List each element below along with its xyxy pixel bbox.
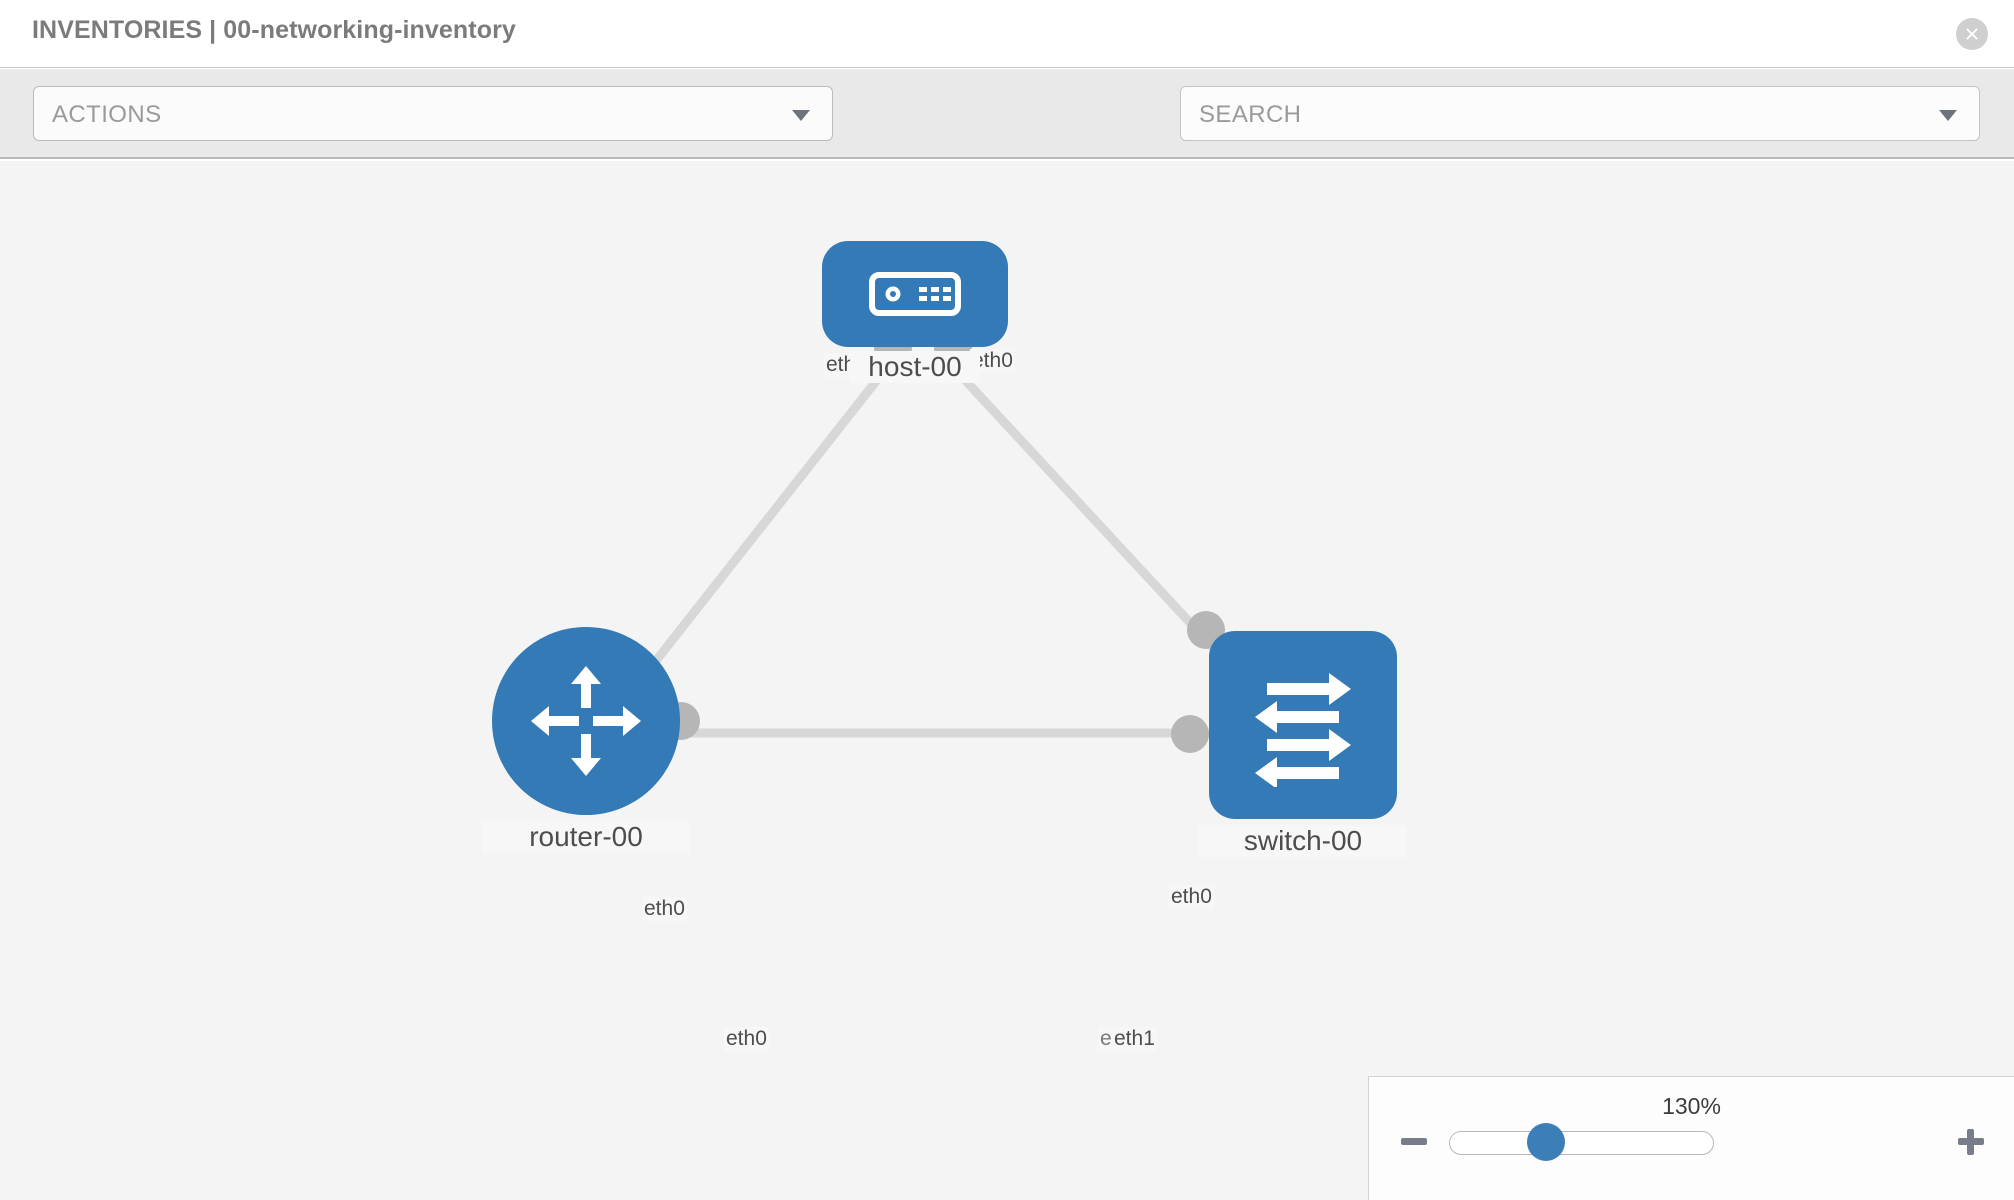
zoom-slider-track[interactable]: [1449, 1131, 1714, 1155]
switch-icon-shape[interactable]: [1209, 631, 1397, 819]
topology-canvas[interactable]: host-00 eth0 eth0 router-00: [0, 161, 2014, 1200]
close-button[interactable]: [1956, 18, 1988, 50]
node-host-00[interactable]: host-00: [822, 241, 1008, 383]
host-icon-shape[interactable]: [822, 241, 1008, 347]
zoom-out-button[interactable]: [1397, 1125, 1431, 1159]
zoom-slider-thumb[interactable]: [1527, 1123, 1565, 1161]
server-device-icon: [869, 272, 961, 316]
iface-label-router00-eth0-right: eth0: [724, 1027, 769, 1051]
search-placeholder: SEARCH: [1199, 101, 1302, 128]
router-arrows-icon: [531, 666, 641, 776]
iface-label-switch00-eth1: eth1: [1112, 1027, 1157, 1051]
iface-label-switch00-eth0-up: eth0: [1169, 885, 1214, 909]
chevron-down-icon: [792, 110, 810, 121]
chevron-down-icon: [1939, 110, 1957, 121]
plus-icon: [1958, 1129, 1984, 1155]
zoom-in-button[interactable]: [1954, 1125, 1988, 1159]
actions-dropdown-label: ACTIONS: [52, 101, 162, 128]
actions-dropdown[interactable]: ACTIONS: [33, 86, 833, 141]
minus-icon: [1401, 1138, 1427, 1145]
edge-host00-router00: [636, 363, 892, 684]
node-router-00[interactable]: router-00: [482, 627, 700, 853]
page-title: INVENTORIES | 00-networking-inventory: [32, 16, 516, 44]
node-label-router-00: router-00: [482, 821, 690, 853]
router-icon-shape[interactable]: [492, 627, 680, 815]
zoom-control-panel: 130%: [1368, 1076, 2014, 1200]
node-label-host-00: host-00: [850, 351, 980, 383]
iface-label-router00-eth0-up: eth0: [642, 897, 687, 921]
zoom-percent-label: 130%: [1662, 1093, 1721, 1119]
close-icon: [1966, 28, 1978, 40]
node-switch-00[interactable]: switch-00: [1171, 611, 1407, 857]
search-input[interactable]: SEARCH: [1180, 86, 1980, 141]
knob-switch00-left[interactable]: [1171, 715, 1209, 753]
switch-arrows-icon: [1255, 673, 1351, 787]
node-label-switch-00: switch-00: [1199, 825, 1407, 857]
toolbar: ACTIONS SEARCH: [0, 69, 2014, 197]
page-header: INVENTORIES | 00-networking-inventory: [0, 0, 2014, 68]
